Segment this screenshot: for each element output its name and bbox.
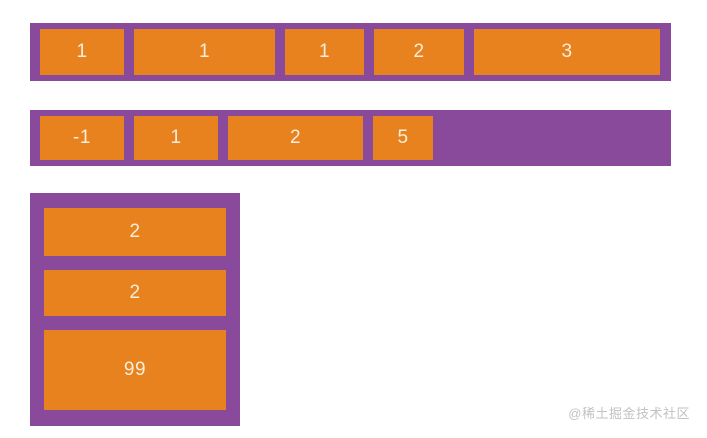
flex-item: 2 <box>228 116 363 160</box>
flex-container-column: 2 2 99 <box>30 193 240 426</box>
flex-item: 99 <box>44 330 226 410</box>
flex-item: 1 <box>285 29 364 75</box>
flex-item: 2 <box>44 208 226 256</box>
flex-item: -1 <box>40 116 124 160</box>
flex-item: 2 <box>44 270 226 316</box>
flex-item: 1 <box>134 116 218 160</box>
flex-item: 5 <box>373 116 433 160</box>
watermark-text: @稀土掘金技术社区 <box>568 406 690 421</box>
flex-item: 2 <box>374 29 464 75</box>
flex-item: 1 <box>134 29 275 75</box>
flex-item: 1 <box>40 29 124 75</box>
flex-item: 3 <box>474 29 660 75</box>
